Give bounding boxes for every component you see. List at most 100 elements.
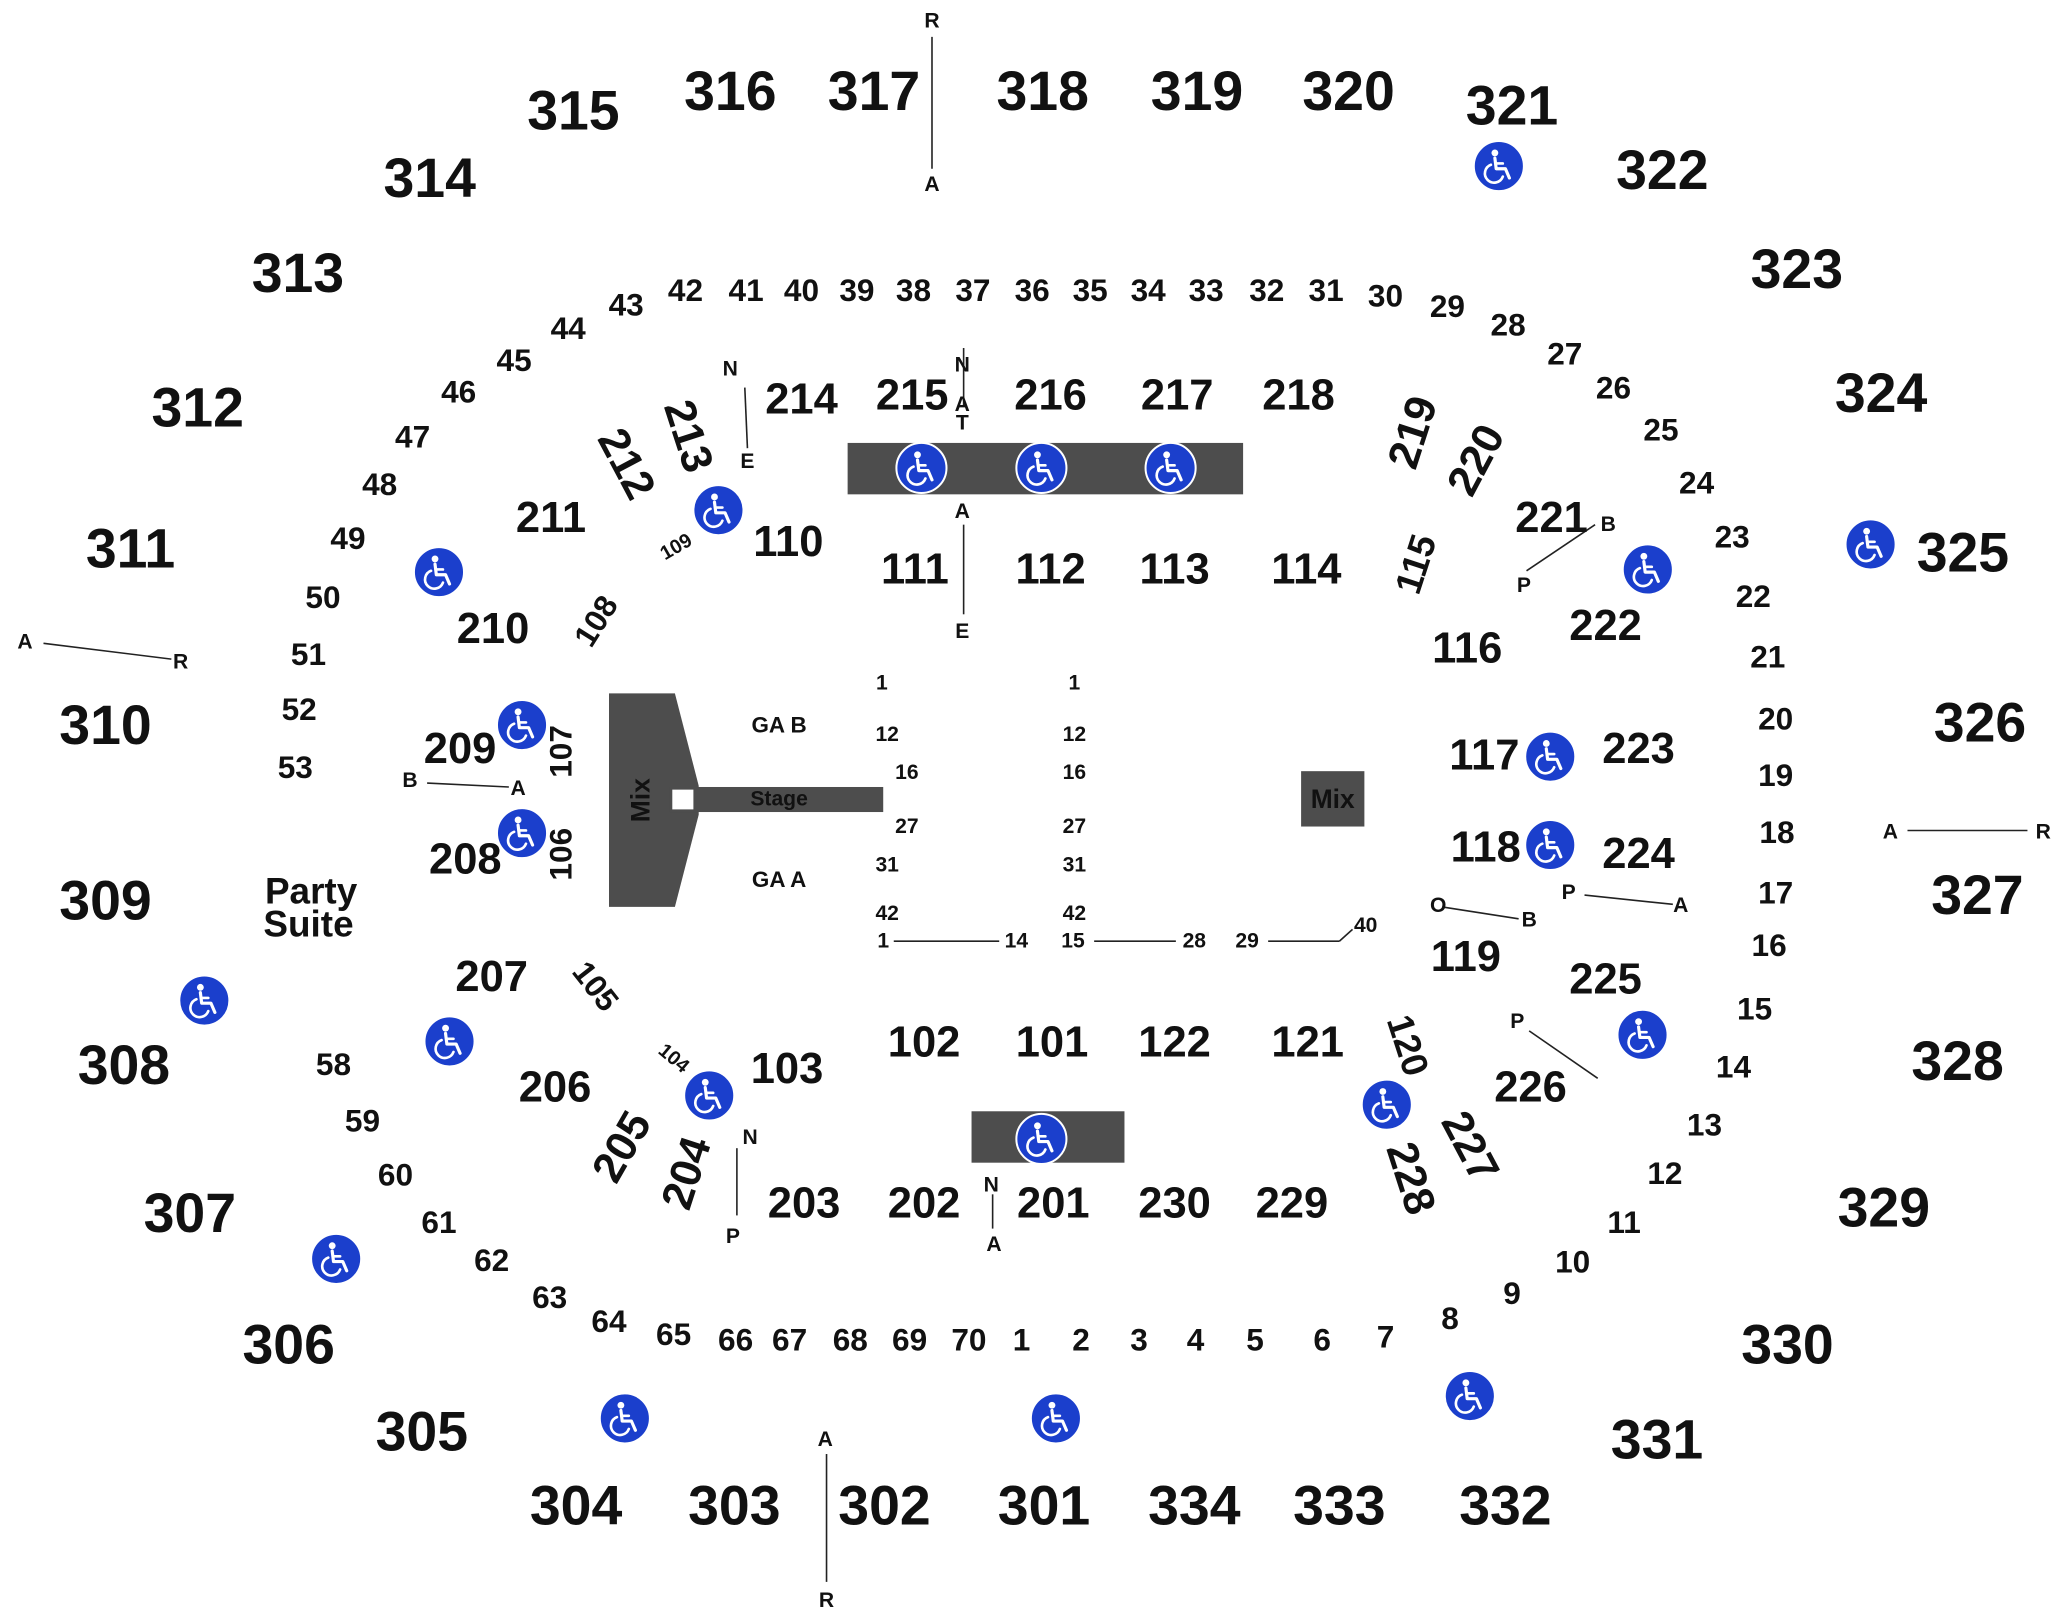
suite-30: 30 xyxy=(1368,277,1403,313)
section-215: 215 xyxy=(876,372,949,420)
section-326: 326 xyxy=(1934,691,2026,753)
row-marker-a: A xyxy=(1673,894,1688,917)
section-319: 319 xyxy=(1151,60,1243,122)
suite-26: 26 xyxy=(1596,370,1631,406)
stage-runway xyxy=(669,786,884,813)
section-208: 208 xyxy=(429,836,502,884)
suite-24: 24 xyxy=(1679,465,1715,501)
wheelchair-icon xyxy=(1144,441,1197,495)
floor-row-right-31: 31 xyxy=(1063,853,1087,876)
row-line xyxy=(1584,894,1673,906)
row-marker-n: N xyxy=(955,354,970,377)
row-marker-a: A xyxy=(955,393,970,416)
row-marker-a: A xyxy=(955,500,970,523)
section-102: 102 xyxy=(888,1019,961,1067)
row-marker-n: N xyxy=(984,1174,999,1197)
ga-b-label: GA B xyxy=(752,713,807,738)
section-320: 320 xyxy=(1302,60,1394,122)
section-313: 313 xyxy=(252,242,344,304)
suite-27: 27 xyxy=(1547,335,1582,371)
wheelchair-icon xyxy=(692,484,745,537)
section-333: 333 xyxy=(1293,1474,1385,1536)
suite-48: 48 xyxy=(362,466,397,502)
row-marker-a: A xyxy=(986,1233,1001,1256)
section-118: 118 xyxy=(1451,824,1521,872)
section-230: 230 xyxy=(1138,1180,1211,1228)
suite-68: 68 xyxy=(833,1321,868,1357)
row-marker-p: P xyxy=(726,1225,740,1248)
section-308: 308 xyxy=(78,1034,170,1096)
floor-row-left-31: 31 xyxy=(875,853,899,876)
suite-25: 25 xyxy=(1643,412,1678,448)
wheelchair-icon xyxy=(178,974,231,1027)
section-107: 107 xyxy=(542,725,578,778)
suite-43: 43 xyxy=(609,287,644,323)
row-marker-a: A xyxy=(818,1428,833,1451)
section-334: 334 xyxy=(1148,1474,1241,1536)
section-324: 324 xyxy=(1835,362,1928,424)
suite-70: 70 xyxy=(951,1321,986,1357)
section-325: 325 xyxy=(1917,521,2009,583)
wheelchair-icon xyxy=(683,1069,736,1122)
row-line xyxy=(427,782,509,788)
floor-row-left-12: 12 xyxy=(875,723,898,746)
suite-22: 22 xyxy=(1736,578,1771,614)
section-119: 119 xyxy=(1431,933,1501,981)
section-322: 322 xyxy=(1616,139,1708,201)
section-332: 332 xyxy=(1459,1474,1551,1536)
suite-58: 58 xyxy=(316,1046,351,1082)
section-304: 304 xyxy=(530,1474,623,1536)
suite-42: 42 xyxy=(668,272,703,308)
section-218: 218 xyxy=(1262,372,1335,420)
section-111: 111 xyxy=(881,546,949,594)
suite-49: 49 xyxy=(330,520,365,556)
suite-20: 20 xyxy=(1758,700,1793,736)
suite-46: 46 xyxy=(441,374,476,410)
suite-17: 17 xyxy=(1758,874,1793,910)
section-303: 303 xyxy=(688,1474,780,1536)
section-220: 220 xyxy=(1438,417,1514,504)
suite-3: 3 xyxy=(1130,1321,1148,1357)
suite-35: 35 xyxy=(1073,272,1108,308)
row-marker-b: B xyxy=(1601,513,1616,536)
section-321: 321 xyxy=(1466,75,1558,137)
row-marker-a: A xyxy=(17,631,32,654)
stage-label: Stage xyxy=(750,787,808,810)
section-103: 103 xyxy=(751,1045,824,1093)
mix-right-label: Mix xyxy=(1311,784,1355,814)
section-116: 116 xyxy=(1432,625,1502,673)
section-328: 328 xyxy=(1911,1030,2003,1092)
section-206: 206 xyxy=(519,1064,592,1112)
floor-row-left-1: 1 xyxy=(876,671,888,694)
wheelchair-icon xyxy=(423,1015,476,1068)
suite-65: 65 xyxy=(656,1316,691,1352)
suite-21: 21 xyxy=(1750,639,1785,675)
section-305: 305 xyxy=(376,1401,468,1463)
suite-47: 47 xyxy=(395,418,430,454)
suite-13: 13 xyxy=(1687,1107,1722,1143)
section-318: 318 xyxy=(996,60,1088,122)
mix-right-block xyxy=(1301,771,1365,827)
section-307: 307 xyxy=(144,1182,236,1244)
row-marker-r: R xyxy=(2036,820,2051,843)
seat-range-40: 40 xyxy=(1354,914,1377,937)
row-lines-layer xyxy=(43,36,2028,1582)
section-120: 120 xyxy=(1379,1010,1437,1081)
row-line xyxy=(1528,1030,1599,1079)
suite-1: 1 xyxy=(1013,1321,1031,1357)
row-marker-a: A xyxy=(510,777,525,800)
section-225: 225 xyxy=(1569,956,1642,1004)
section-104: 104 xyxy=(654,1039,693,1077)
wheelchair-icon xyxy=(1015,1112,1068,1166)
section-209: 209 xyxy=(424,725,497,773)
suite-11: 11 xyxy=(1607,1204,1640,1240)
row-marker-b: B xyxy=(402,769,417,792)
seat-range-14: 14 xyxy=(1005,930,1029,953)
suite-34: 34 xyxy=(1131,272,1167,308)
party-suite-label-line1: Party xyxy=(265,871,358,912)
suite-51: 51 xyxy=(291,636,326,672)
suite-23: 23 xyxy=(1715,519,1750,555)
